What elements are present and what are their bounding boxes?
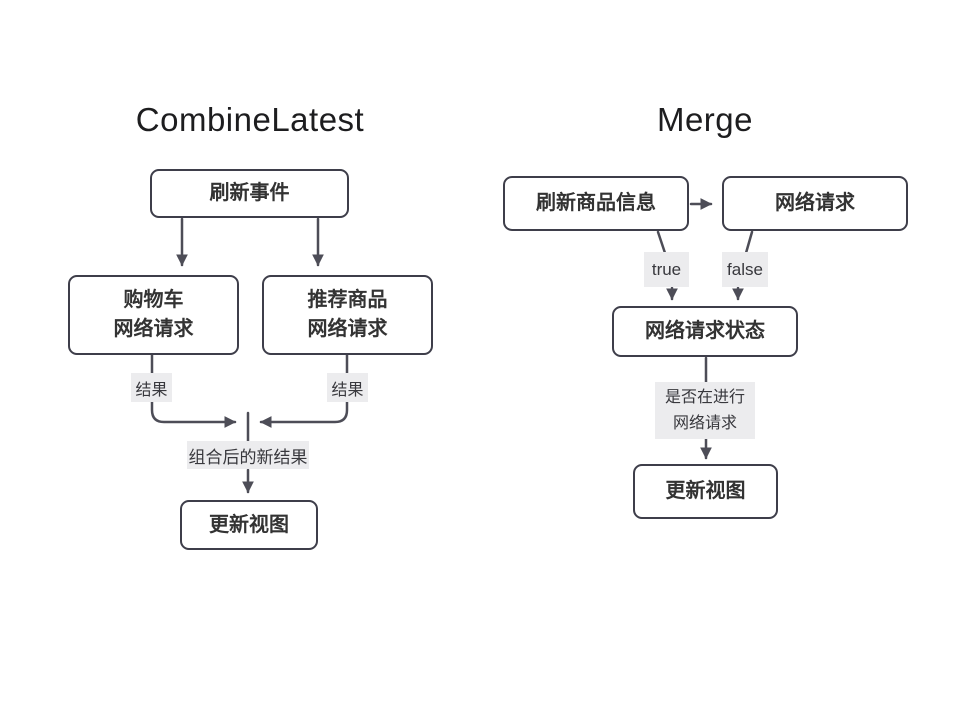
node-update-view-left-label: 更新视图 bbox=[209, 513, 289, 536]
edge-label-result-left: 结果 bbox=[131, 373, 172, 402]
node-update-view-right-label: 更新视图 bbox=[665, 480, 746, 502]
node-refresh-product-info: 刷新商品信息 bbox=[503, 176, 689, 231]
node-cart-request: 购物车 网络请求 bbox=[68, 275, 239, 355]
node-refresh-product-info-label: 刷新商品信息 bbox=[536, 192, 656, 214]
node-update-view-left: 更新视图 bbox=[180, 500, 318, 550]
node-refresh-event-label: 刷新事件 bbox=[209, 182, 290, 204]
node-network-status: 网络请求状态 bbox=[612, 306, 798, 357]
node-network-request: 网络请求 bbox=[722, 176, 908, 231]
node-network-status-label: 网络请求状态 bbox=[645, 320, 765, 342]
edge-recommend-result bbox=[259, 353, 349, 428]
edge-label-in-progress-line2: 网络请求 bbox=[672, 414, 737, 432]
combinelatest-title: CombineLatest bbox=[135, 101, 365, 138]
edge-label-true: true bbox=[644, 252, 689, 287]
node-cart-request-line2: 网络请求 bbox=[113, 318, 194, 340]
node-refresh-event: 刷新事件 bbox=[150, 169, 349, 218]
edge-label-in-progress: 是否在进行 网络请求 bbox=[655, 382, 755, 439]
node-network-request-label: 网络请求 bbox=[775, 192, 855, 214]
edge-label-in-progress-line1: 是否在进行 bbox=[664, 388, 745, 406]
edge-label-result-right: 结果 bbox=[327, 373, 368, 402]
node-recommend-request-line1: 推荐商品 bbox=[307, 289, 388, 311]
edge-label-combined-result: 组合后的新结果 bbox=[187, 441, 309, 469]
edge-to-true-label bbox=[656, 230, 667, 255]
edge-label-false: false bbox=[722, 252, 768, 287]
node-recommend-request-line2: 网络请求 bbox=[307, 318, 388, 340]
merge-title: Merge bbox=[656, 101, 754, 138]
node-recommend-request: 推荐商品 网络请求 bbox=[262, 275, 433, 355]
node-update-view-right: 更新视图 bbox=[633, 464, 778, 519]
edge-cart-result bbox=[150, 353, 237, 428]
node-cart-request-line1: 购物车 bbox=[123, 289, 184, 311]
edge-to-false-label bbox=[744, 230, 754, 255]
